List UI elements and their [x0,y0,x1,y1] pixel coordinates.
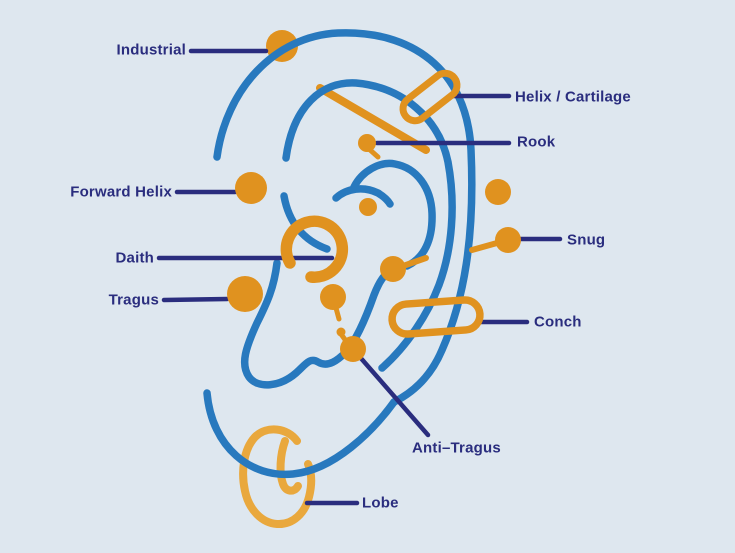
label-snug: Snug [567,231,606,249]
lobe-hoop-inner-hook [276,437,302,495]
upper-snug-ball-marker [485,179,511,205]
label-helix-cartilage: Helix / Cartilage [515,88,631,106]
label-tragus: Tragus [108,291,159,309]
label-forward-helix: Forward Helix [70,183,172,201]
outer-helix-curve [213,29,476,406]
leader-lines [156,48,563,506]
lobe-hoop [239,425,316,529]
piercing-markers [227,69,521,362]
antihelix-barbell-stem [400,255,429,269]
inner-helix-curve [282,79,456,372]
label-daith: Daith [115,249,154,267]
daith-lower-ball-marker [320,284,346,310]
conch-ring [388,296,484,338]
helix-cartilage-ring [399,69,461,125]
label-industrial: Industrial [116,41,186,59]
label-anti-tragus: Anti–Tragus [412,439,501,457]
rook-ball-marker [358,134,376,152]
snug-barbell-stem [469,240,500,253]
antihelix-hook-curve [350,159,436,270]
label-rook: Rook [517,133,556,151]
antihelix-fold-ball-marker [359,198,377,216]
lobe-bottom-curve [203,389,398,479]
leader-anti-tragus [356,353,431,438]
anti-tragus-stem-tip [336,327,346,337]
antihelix-inner-fold-curve [332,185,394,208]
label-conch: Conch [534,313,582,331]
forward-helix-ball-marker [235,172,267,204]
tragus-ball-marker [227,276,263,312]
snug-ball-marker [495,227,521,253]
label-lobe: Lobe [362,494,399,512]
daith-ring [280,215,349,283]
tragus-notch-curve [240,259,397,389]
leader-tragus [161,296,230,303]
anti-tragus-ball-marker [340,336,366,362]
industrial-barbell [316,84,430,154]
daith-lower-barbell-stem [333,305,342,322]
antihelix-ball-marker [380,256,406,282]
